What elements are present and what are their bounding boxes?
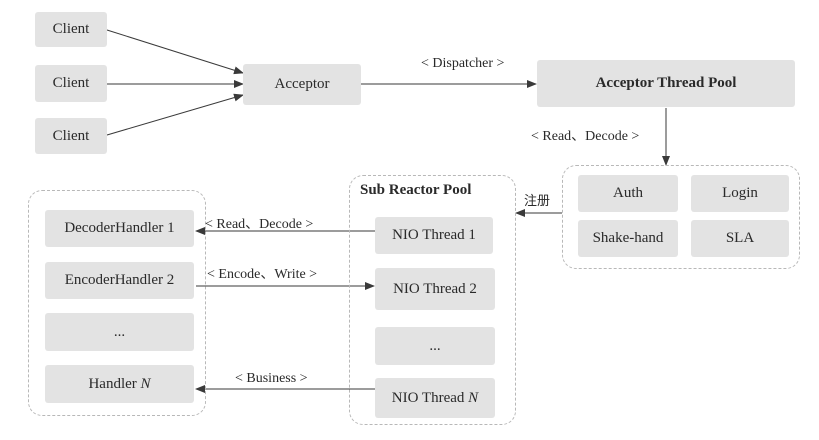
acceptor-thread-pool-node: Acceptor Thread Pool (537, 60, 795, 107)
nio-thread-n-prefix: NIO Thread (391, 389, 469, 406)
handler-ellipsis-node: ... (45, 313, 194, 351)
sub-reactor-pool-group (349, 175, 516, 425)
edge-client3-acceptor (106, 93, 244, 136)
nio-thread-2-node: NIO Thread 2 (375, 268, 495, 310)
client-node-1: Client (35, 12, 107, 47)
register-label: 注册 (524, 194, 551, 209)
read-decode-top-label: < Read、Decode > (531, 129, 640, 144)
nio-thread-1-node: NIO Thread 1 (375, 217, 493, 254)
nio-thread-n-var: N (468, 389, 479, 406)
edge-client1-acceptor (106, 29, 244, 75)
dispatcher-label: < Dispatcher > (421, 56, 505, 71)
client-node-2: Client (35, 65, 107, 102)
encode-write-edge-label: < Encode、Write > (207, 267, 318, 282)
sub-reactor-pool-title: Sub Reactor Pool (360, 182, 472, 198)
nio-thread-n-node: NIO Thread N (375, 378, 495, 418)
shake-hand-node: Shake-hand (578, 220, 678, 257)
handler-group (28, 190, 206, 416)
auth-group (562, 165, 800, 269)
handler-n-prefix: Handler (88, 375, 141, 392)
handler-n-node: Handler N (45, 365, 194, 403)
decoder-handler-node: DecoderHandler 1 (45, 210, 194, 247)
auth-node: Auth (578, 175, 678, 212)
business-edge-label: < Business > (235, 371, 308, 386)
encoder-handler-node: EncoderHandler 2 (45, 262, 194, 299)
sla-node: SLA (691, 220, 789, 257)
handler-n-var: N (140, 375, 151, 392)
login-node: Login (691, 175, 789, 212)
read-decode-edge-label: < Read、Decode > (205, 217, 314, 232)
acceptor-node: Acceptor (243, 64, 361, 105)
client-node-3: Client (35, 118, 107, 154)
nio-thread-ellipsis-node: ... (375, 327, 495, 365)
